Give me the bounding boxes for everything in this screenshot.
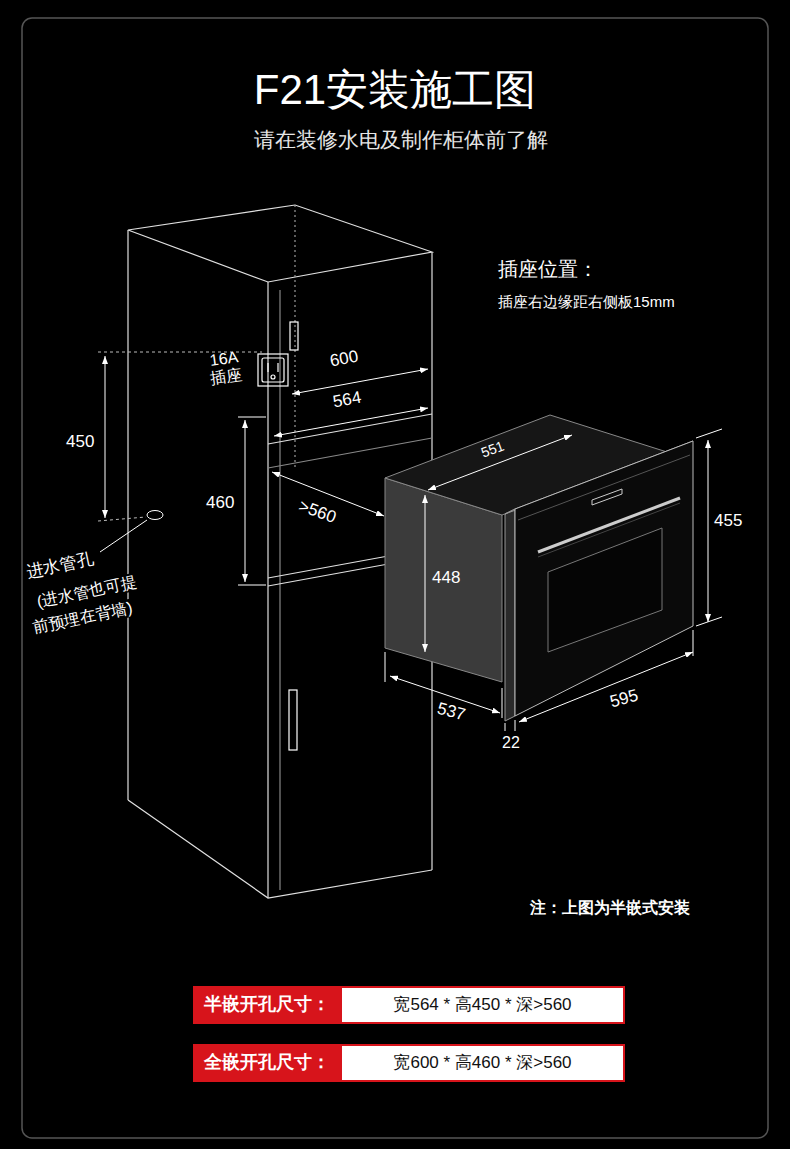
dimension-value: 600 xyxy=(329,348,360,371)
socket-symbol xyxy=(258,322,298,750)
dimension-lines xyxy=(238,417,266,418)
spec-heading-box: 全嵌开孔尺寸： xyxy=(193,1044,340,1082)
oven-body xyxy=(385,415,693,721)
dimension-value: 22 xyxy=(502,734,520,752)
oven-dimension-lines xyxy=(385,429,722,731)
oven-body xyxy=(518,455,690,520)
pipe-hole-label: 进水管孔 xyxy=(25,550,95,582)
socket-symbol xyxy=(258,354,288,386)
oven-dimension-lines xyxy=(519,652,693,722)
dimension-lines xyxy=(292,369,428,394)
socket-symbol xyxy=(277,363,278,372)
oven-dimension-lines xyxy=(696,429,722,438)
cabinet-outline xyxy=(127,230,128,800)
dimension-lines xyxy=(100,520,147,552)
socket-symbol xyxy=(290,322,298,350)
oven-body xyxy=(515,441,693,716)
socket-symbol xyxy=(267,363,268,372)
page-title: F21安装施工图 xyxy=(0,66,790,114)
box-text: 半嵌开孔尺寸： xyxy=(204,995,330,1015)
oven-dimension-lines xyxy=(425,495,426,652)
socket-symbol xyxy=(262,358,284,382)
dimension-lines xyxy=(98,352,428,585)
page-frame xyxy=(22,18,768,1138)
dimension-value: 455 xyxy=(714,512,742,531)
spec-heading-box: 半嵌开孔尺寸： xyxy=(193,986,340,1024)
dimension-lines xyxy=(105,356,106,518)
oven-dimension-lines xyxy=(385,652,386,682)
dimension-value: 450 xyxy=(66,433,94,452)
subtitle: 请在装修水电及制作柜体前了解 xyxy=(6,128,790,151)
dimension-lines xyxy=(238,585,266,586)
page-frame xyxy=(22,18,768,1138)
oven-dimension-lines xyxy=(505,723,506,731)
oven-dimension-lines xyxy=(696,617,722,626)
cabinet-outline xyxy=(268,438,432,468)
cabinet-outline xyxy=(294,205,295,470)
oven-body xyxy=(592,489,622,505)
cabinet-outline xyxy=(267,282,268,898)
cabinet-outline xyxy=(279,290,280,890)
dimension-value: 448 xyxy=(432,569,460,588)
socket-note: 插座右边缘距右侧板15mm xyxy=(498,294,675,311)
dimension-value: 537 xyxy=(435,700,467,725)
cabinet-outline xyxy=(268,414,432,444)
oven-dimension-lines xyxy=(428,435,572,490)
oven-dimension-lines xyxy=(708,440,709,622)
dimension-lines xyxy=(98,517,146,521)
spec-value-box: 宽600 * 高460 * 深>560 xyxy=(340,1044,625,1082)
dimension-value: >560 xyxy=(296,497,338,528)
socket-label: 16A 插座 xyxy=(204,347,247,387)
dimension-value: 564 xyxy=(332,389,363,412)
spec-value-box: 宽564 * 高450 * 深>560 xyxy=(340,986,625,1024)
dimension-lines xyxy=(274,408,428,436)
install-note: 注：上图为半嵌式安装 xyxy=(530,899,690,917)
box-text: 全嵌开孔尺寸： xyxy=(204,1053,330,1073)
socket-symbol xyxy=(289,690,297,750)
oven-body xyxy=(548,528,662,652)
oven-dimension-lines xyxy=(693,630,694,656)
box-text: 宽564 * 高450 * 深>560 xyxy=(393,996,571,1015)
oven-dimension-lines xyxy=(502,688,503,718)
dimension-lines xyxy=(147,511,163,520)
dimension-lines xyxy=(245,420,246,582)
socket-symbol xyxy=(271,375,275,379)
cabinet-outline xyxy=(128,205,432,282)
socket-heading: 插座位置： xyxy=(498,258,598,280)
dimension-value: 460 xyxy=(206,494,234,513)
oven-body xyxy=(505,509,515,721)
oven-dimension-lines xyxy=(515,720,516,731)
box-text: 宽600 * 高460 * 深>560 xyxy=(393,1054,571,1073)
dimension-value: 595 xyxy=(608,687,640,712)
